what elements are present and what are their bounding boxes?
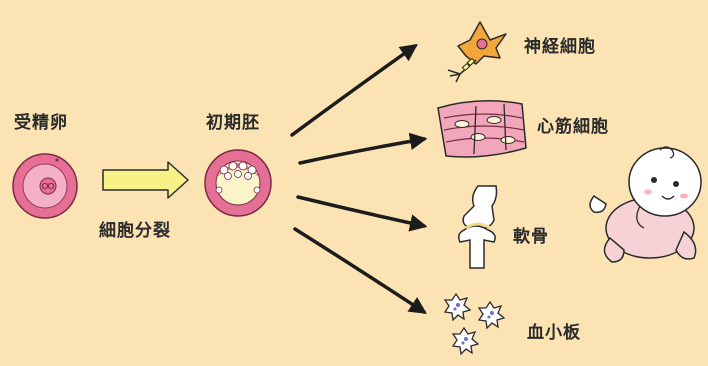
arrow-to-cartilage <box>298 197 424 226</box>
early-embryo-icon <box>205 150 271 216</box>
cartilage-label: 軟骨 <box>513 222 549 247</box>
arrow-to-platelet <box>295 229 424 312</box>
neuron-icon <box>448 22 506 82</box>
platelet-icon <box>445 294 504 354</box>
cell-division-arrow <box>103 162 188 198</box>
fertilized-egg-icon <box>13 154 77 218</box>
early-embryo-label: 初期胚 <box>206 108 260 133</box>
arrow-to-neuron <box>292 46 415 135</box>
cell-division-label: 細胞分裂 <box>99 216 171 241</box>
heart-muscle-icon <box>438 101 526 157</box>
platelet-label: 血小板 <box>527 318 581 343</box>
neuron-label: 神経細胞 <box>524 32 596 57</box>
differentiation-arrows <box>292 46 424 312</box>
baby-illustration <box>590 147 701 262</box>
heart-muscle-label: 心筋細胞 <box>537 112 609 137</box>
fertilized-egg-label: 受精卵 <box>14 108 68 133</box>
arrow-to-heart-muscle <box>300 139 424 163</box>
cartilage-bone-icon <box>459 186 497 268</box>
